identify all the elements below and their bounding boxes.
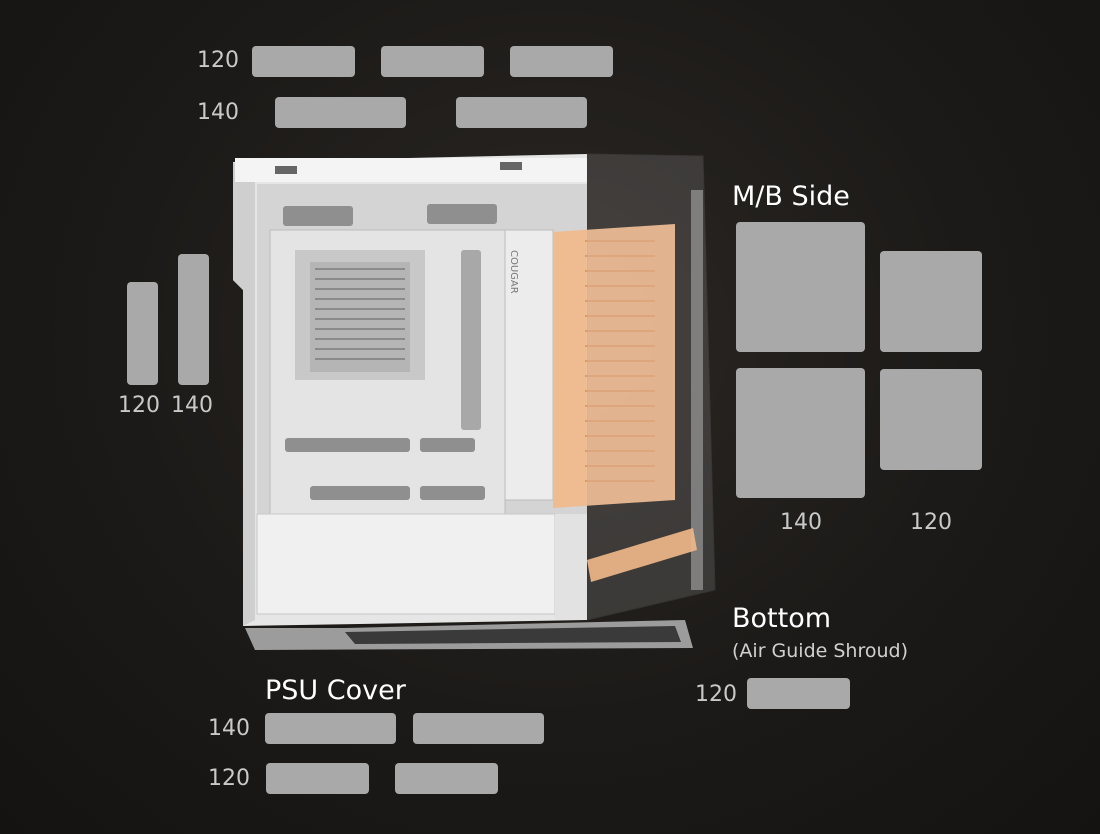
cable-management-bar — [504, 229, 554, 501]
psu-cover-120-fan-slot-1 — [266, 763, 369, 794]
pc-case-illustration: COUGAR — [233, 153, 716, 650]
mb-side-title: M/B Side — [732, 181, 850, 212]
psu-cover-120-fan-slot-2 — [395, 763, 498, 794]
mb-side-140-fan-slot-2 — [736, 368, 865, 498]
psu-cover-120-label: 120 — [208, 766, 250, 791]
front-120-fan-slot — [127, 282, 158, 385]
top-120-fan-slot-1 — [252, 46, 355, 77]
front-120-label: 120 — [118, 393, 160, 418]
bottom-shroud-highlight — [587, 528, 697, 582]
case-stand-shadow — [345, 626, 681, 644]
psu-shroud-right — [555, 514, 587, 620]
front-140-label: 140 — [171, 393, 213, 418]
bottom-title: Bottom — [732, 603, 832, 634]
glass-panel-edge — [691, 190, 703, 590]
case-brand-label: COUGAR — [508, 250, 519, 294]
bottom-subtitle: (Air Guide Shroud) — [732, 640, 909, 662]
mb-side-120-label: 120 — [910, 510, 952, 535]
tray-cutout-long-2 — [420, 438, 475, 452]
tray-cutout-long-1 — [285, 438, 410, 452]
mb-side-120-fan-slot-1 — [880, 251, 982, 352]
top-140-fan-slot-1 — [275, 97, 406, 128]
mb-side-120-fan-slot-2 — [880, 369, 982, 470]
psu-cover-140-label: 140 — [208, 716, 250, 741]
tray-cutout-long-3 — [310, 486, 410, 500]
side-fan-perforation — [585, 240, 655, 482]
glass-side-panel — [586, 153, 716, 621]
psu-shroud — [256, 513, 556, 615]
interior-cutout-top-1 — [283, 206, 353, 226]
psu-cover-140-fan-slot-2 — [413, 713, 544, 744]
interior-cutout-top-2 — [427, 204, 497, 224]
bottom-120-label: 120 — [695, 682, 737, 707]
cpu-cutout-mesh — [310, 262, 410, 372]
case-top-vent-2 — [500, 162, 522, 170]
front-140-fan-slot — [178, 254, 209, 385]
case-front-edge — [233, 162, 255, 626]
top-140-fan-slot-2 — [456, 97, 587, 128]
mb-side-140-label: 140 — [780, 510, 822, 535]
top-120-fan-slot-2 — [381, 46, 484, 77]
psu-cover-title: PSU Cover — [265, 675, 406, 706]
case-top-vent-1 — [275, 166, 297, 174]
top-120-label: 120 — [197, 48, 239, 73]
cpu-mesh-dots — [315, 268, 405, 360]
top-120-fan-slot-3 — [510, 46, 613, 77]
top-140-label: 140 — [197, 100, 239, 125]
tray-cutout-long-4 — [420, 486, 485, 500]
tray-cutout-vertical — [461, 250, 481, 430]
bottom-120-fan-slot — [747, 678, 850, 709]
mb-side-140-fan-slot-1 — [736, 222, 865, 352]
psu-cover-140-fan-slot-1 — [265, 713, 396, 744]
